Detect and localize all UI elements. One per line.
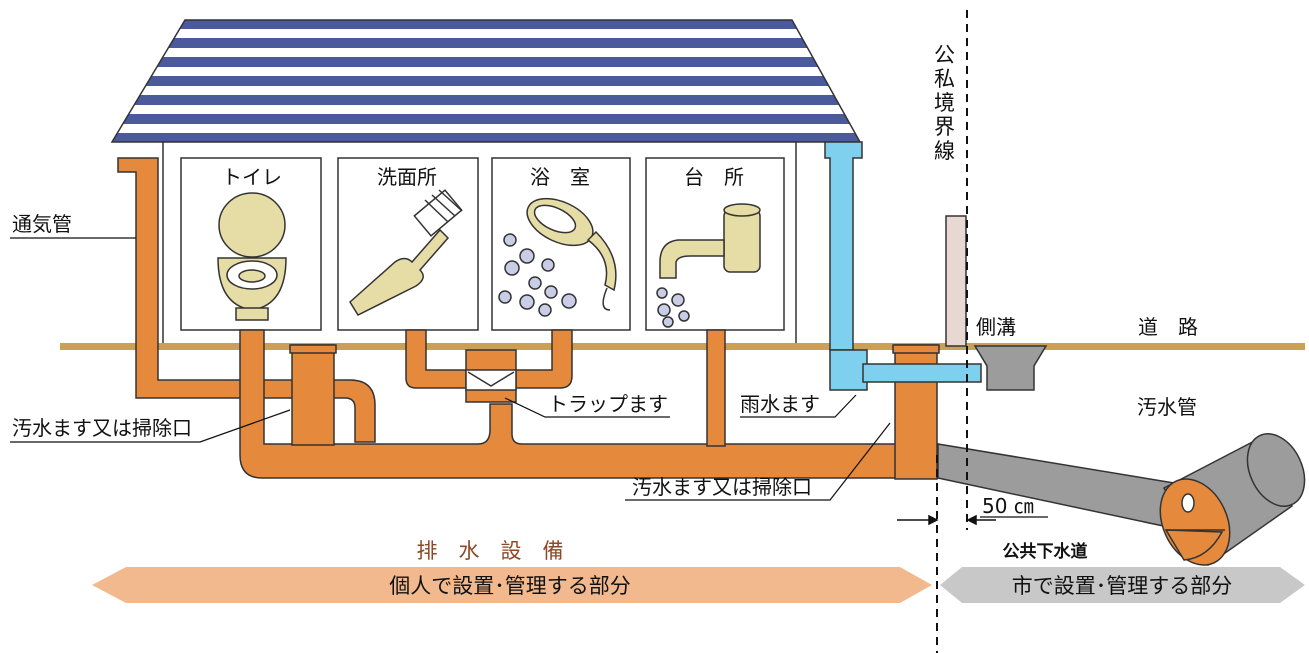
boundary-line-char: 公: [934, 43, 955, 67]
sewer-pipe-label: 汚水管: [1137, 395, 1197, 419]
room-kitchen: [645, 157, 785, 331]
side-ditch: [973, 345, 1048, 391]
trap-basin-label: トラップます: [548, 392, 668, 416]
trap-basin: [465, 349, 517, 403]
room-label-toilet: トイレ: [222, 165, 282, 189]
distance-label: 50 ㎝: [982, 494, 1034, 518]
rain-pipes: [824, 141, 982, 391]
boundary-line-char: 境: [934, 91, 955, 115]
city-part-arrow: [940, 567, 1305, 603]
faucet-icon: [656, 203, 761, 328]
room-label-kitchen: 台 所: [684, 165, 744, 189]
public-sewer-label: 公共下水道: [1003, 541, 1088, 562]
side-ditch-label: 側溝: [976, 315, 1016, 339]
drainage-facilities-title: 排 水 設 備: [417, 539, 564, 563]
lateral-sewer-pipe: [937, 443, 1181, 528]
road-label: 道 路: [1138, 315, 1198, 339]
room-label-washroom: 洗面所: [377, 165, 437, 189]
private-part-label: 個人で設置･管理する部分: [389, 574, 631, 598]
room-label-bathroom: 浴 室: [530, 165, 590, 189]
sewage-basin-bottom-label: 汚水ます又は掃除口: [632, 475, 812, 499]
shower-icon: [498, 197, 617, 317]
vent-pipe-label: 通気管: [12, 212, 72, 236]
roof: [110, 19, 862, 143]
ground-line-road: [940, 343, 1305, 350]
public-sewer-main: [1159, 433, 1306, 567]
private-part-arrow: [92, 567, 932, 603]
distance-dimension: [897, 514, 996, 526]
boundary-wall: [945, 215, 967, 347]
sewage-basin-left-label: 汚水ます又は掃除口: [12, 416, 192, 440]
boundary-line-char: 線: [934, 139, 955, 163]
rain-basin-label: 雨水ます: [740, 392, 820, 416]
city-part-label: 市で設置･管理する部分: [1012, 574, 1233, 598]
room-washroom: [337, 157, 479, 331]
toilet-icon: [217, 192, 287, 321]
callout-lines: [10, 237, 1048, 518]
ground-line: [60, 343, 940, 350]
room-bathroom: [491, 157, 631, 331]
boundary-line-label: 公私境界線: [934, 43, 955, 163]
boundary-line-char: 私: [934, 67, 955, 91]
toothbrush-icon: [349, 189, 463, 316]
boundary-line-label-text: 公私境界線: [934, 43, 955, 163]
boundary-line-char: 界: [934, 115, 955, 139]
